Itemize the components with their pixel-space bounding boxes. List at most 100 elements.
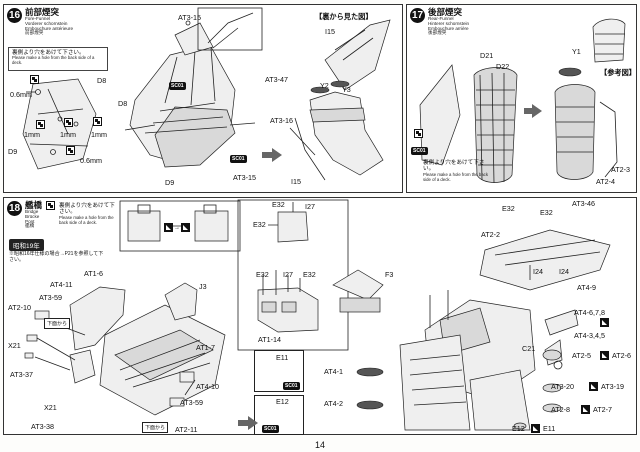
step16-lbl-1mm-a: 1mm: [24, 130, 40, 139]
drill-icon: [46, 201, 55, 210]
step16-sc01-badge: SC01: [169, 82, 186, 90]
step18-bridge-assembly: [24, 282, 226, 416]
step16-callout-box: [197, 7, 263, 51]
step18-title-de: Brücke: [25, 213, 40, 219]
step16-flow-arrow-body: [262, 152, 272, 158]
step16-deck-drawing: [22, 78, 97, 170]
step18-lbl-at4-678: AT4-6,7,8: [574, 308, 606, 317]
step16-note-jp: 裏側より穴をあけて下さい。: [12, 50, 85, 56]
drill-icon: [93, 117, 102, 126]
drill-icon: [531, 424, 540, 433]
step18-note-jp: 裏側より穴をあけて下さい。: [59, 203, 115, 216]
step16-title: 前部煙突: [25, 7, 60, 17]
step18-tower-assembly: [356, 229, 611, 431]
step18-number: 18: [7, 201, 22, 216]
step18-year-note: ※昭和16年仕様の場合→P21を参照して下さい。: [9, 251, 104, 263]
drill-icon-pair: →: [164, 223, 190, 232]
step17-lbl-d22: D22: [496, 62, 510, 71]
step18-lbl-at4-10: AT4-10: [196, 382, 220, 391]
step17-sc01-badge: SC01: [411, 147, 428, 155]
step18-lbl-j3: J3: [199, 282, 207, 291]
step18-mast-detail: [237, 199, 384, 351]
step18-title-fr: Pont: [25, 218, 35, 224]
step17-note-en: Please make a hole from the back side of…: [423, 171, 488, 182]
step18-lbl-at2-11: AT2-11: [175, 425, 198, 434]
step18-lbl-e32-b: E32: [253, 220, 266, 229]
step18-lbl-i27-a: I27: [305, 202, 315, 211]
step18-flow-arrow-body: [238, 420, 248, 426]
step16-subview-title: 【裏から見た図】: [315, 12, 373, 21]
step18-lbl-e11-b: E11: [543, 424, 556, 433]
step18-header: 18 艦橋 Bridge Brücke Pont 艦橋: [7, 201, 42, 229]
step18-lbl-x21-b: X21: [44, 403, 57, 412]
step18-lbl-e32-a: E32: [272, 200, 285, 209]
step18-lbl-at4-2: AT4-2: [324, 399, 344, 408]
step16-lbl-at3-15-top: AT3-15: [178, 13, 202, 22]
step18-lbl-e11: E11: [276, 353, 289, 362]
step16-title-fr: Embouchure antérieure: [25, 25, 74, 31]
step16-lbl-1mm-b: 1mm: [60, 130, 76, 139]
step16-lbl-d8-small: D8: [97, 76, 107, 85]
step17-header: 17 後部煙突 Rear-Funnel Hinterer schornstein…: [410, 8, 469, 36]
step17-note-jp: 裏側より穴をあけて下さい。: [423, 160, 485, 173]
step18-title-cn: 艦橋: [25, 223, 35, 229]
step16-drill-note: 裏側より穴をあけて下さい。 Please make a hole from th…: [8, 47, 108, 71]
step17-flow-arrow: [532, 104, 542, 118]
step18-lbl-at4-345: AT4-3,4,5: [574, 331, 606, 340]
step18-lbl-at4-11: AT4-11: [50, 280, 73, 289]
page-number: 14: [314, 440, 325, 450]
step17-lbl-at2-4: AT2-4: [596, 177, 616, 186]
step17-funnel-drawing: [419, 64, 518, 184]
step16-funnel-drawing: [124, 20, 256, 168]
step18-lbl-at2-6: AT2-6: [612, 351, 632, 360]
drill-icon: [66, 146, 75, 155]
step17-title-fr: Embouchure arrière: [428, 25, 469, 31]
step18-lbl-e12-b: E12: [512, 424, 525, 433]
step18-lbl-at3-20: AT3-20: [551, 382, 575, 391]
step18-sc01-badge: SC01: [283, 382, 300, 390]
step18-lbl-at3-59-b: AT3-59: [180, 398, 204, 407]
step16-lbl-i15-top: I15: [325, 27, 335, 36]
step18-lbl-at2-10: AT2-10: [8, 303, 32, 312]
drill-icon: [581, 405, 590, 414]
step18-title: 艦橋: [25, 200, 43, 210]
step18-lbl-x21-a: X21: [8, 341, 21, 350]
step18-lbl-e32-d: E32: [303, 270, 316, 279]
step16-number: 16: [7, 8, 22, 23]
step16-title-en: Fore-Funnel: [25, 15, 51, 21]
drill-icon: [600, 318, 609, 327]
step18-lbl-at3-38: AT3-38: [31, 422, 55, 431]
step17-title-en: Rear-Funnel: [428, 15, 454, 21]
step18-lbl-at3-59-a: AT3-59: [39, 293, 63, 302]
step18-lbl-i24-b: I24: [559, 267, 569, 276]
step16-lbl-1mm-c: 1mm: [91, 130, 107, 139]
step16-title-de: Vorderer schornstein: [25, 20, 68, 26]
step18-flow-arrow: [248, 416, 258, 430]
step16-lbl-at3-15-bottom: AT3-15: [233, 173, 257, 182]
step18-lbl-i27-b: I27: [283, 270, 293, 279]
step17-title-cn: 後部煙突: [428, 30, 447, 36]
drill-icon: [414, 129, 423, 138]
step17-title: 後部煙突: [428, 7, 463, 17]
step16-lbl-d8: D8: [118, 99, 128, 108]
step16-lbl-06mm-a: 0.6mm: [10, 90, 32, 99]
step16-lbl-at3-47: AT3-47: [265, 75, 289, 84]
step18-underside-note: 下面から: [44, 318, 71, 329]
step17-lbl-at2-3: AT2-3: [611, 165, 631, 174]
step18-lbl-e32-e: E32: [502, 204, 515, 213]
step18-deck-detail: [119, 200, 241, 252]
step18-lbl-at4-1: AT4-1: [324, 367, 344, 376]
step18-note-en: Please make a hole from the back side of…: [59, 214, 114, 225]
step18-lbl-at2-7: AT2-7: [593, 405, 613, 414]
step18-lbl-at1-14: AT1-14: [258, 335, 282, 344]
drill-icon: [36, 120, 45, 129]
step18-lbl-at3-19: AT3-19: [601, 382, 625, 391]
step17-drill-note: 裏側より穴をあけて下さい。 Please make a hole from th…: [420, 158, 498, 184]
step16-lbl-d9: D9: [165, 178, 175, 187]
step18-lbl-e32-c: E32: [256, 270, 269, 279]
step17-number: 17: [410, 8, 425, 23]
step16-lbl-i15-bottom: I15: [291, 177, 301, 186]
step18-lbl-e12: E12: [276, 397, 289, 406]
step17-title-de: Hinterer schornstein: [428, 20, 470, 26]
step18-lbl-c21: C21: [522, 344, 536, 353]
